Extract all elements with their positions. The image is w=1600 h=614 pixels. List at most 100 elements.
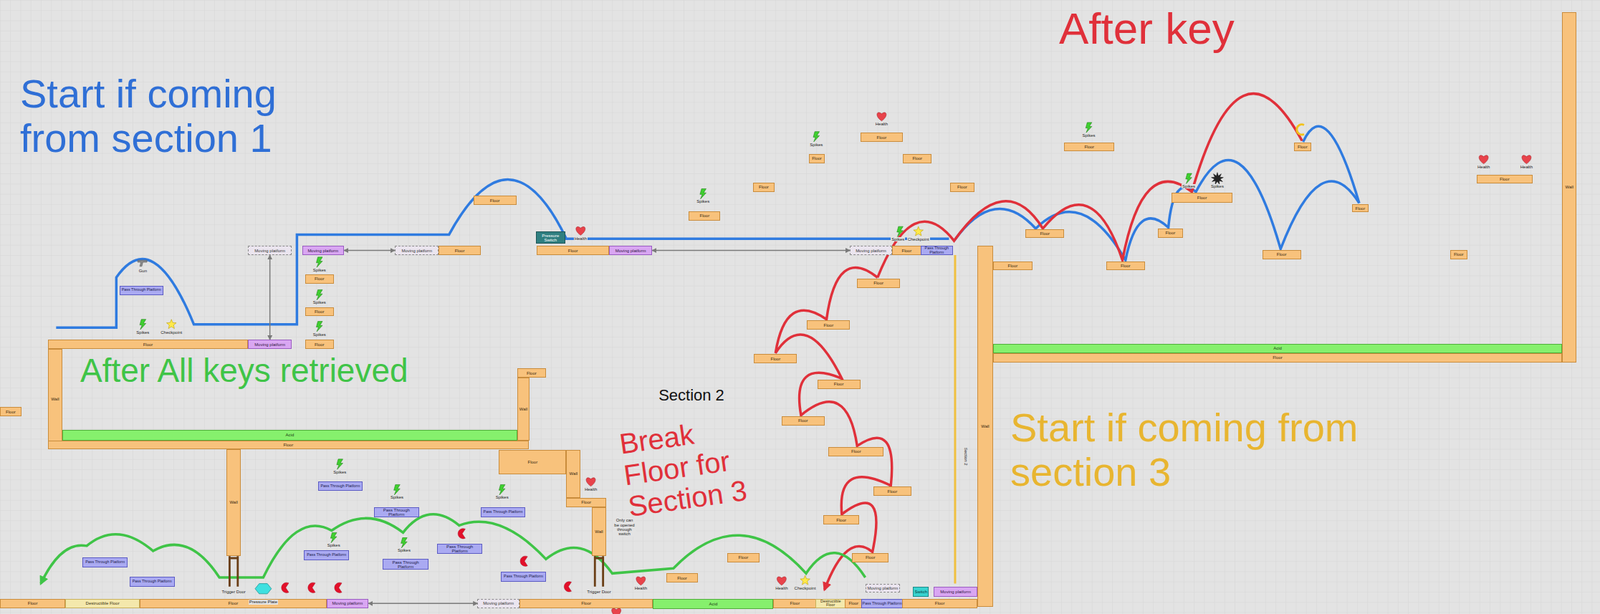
block-label: Acid	[285, 432, 295, 438]
floor-block: Floor	[860, 132, 904, 142]
floor-block: Floor	[305, 307, 334, 317]
pressure-plate	[255, 583, 272, 594]
floor-block: Floor	[1450, 250, 1468, 260]
block-label: Floor	[528, 460, 539, 465]
wall-block: Wall	[566, 449, 581, 498]
spikes-icon	[498, 484, 506, 495]
health-heart	[1521, 155, 1532, 165]
block-label: Floor	[836, 518, 847, 523]
block-label: Floor	[887, 489, 898, 494]
floor-block: Floor	[993, 261, 1034, 271]
block-label: Moving platform	[332, 601, 364, 606]
health-heart	[1478, 155, 1489, 165]
item-label: Checkpoint	[159, 330, 183, 335]
trigger-door	[229, 556, 238, 587]
health-heart	[776, 576, 787, 586]
item-label: Health	[1476, 164, 1491, 170]
item-label: Trigger Door	[586, 589, 612, 594]
item-label: Section 2	[963, 446, 968, 466]
route-path	[775, 267, 892, 590]
item-label: Spikes	[1181, 184, 1196, 189]
floor-block: Floor	[438, 245, 481, 256]
block-label: Floor	[770, 356, 781, 362]
wall-block: Wall	[1562, 12, 1577, 362]
handwritten-note: Section 2	[648, 386, 735, 405]
block-label: Floor	[677, 576, 688, 581]
pass-through-platform: Pass Through Platform	[119, 285, 164, 296]
item-label: Spikes	[312, 332, 327, 337]
block-label: Pass Through Platform	[85, 560, 125, 564]
item-label: Spikes	[326, 543, 342, 548]
spikes-icon	[1185, 173, 1193, 184]
floor-block: Floor	[902, 154, 932, 164]
block-label: Wall	[229, 500, 238, 505]
floor-block: Floor	[993, 353, 1563, 363]
health-heart	[586, 477, 596, 487]
floor-block: Floor	[48, 339, 248, 349]
block-label: Floor	[1354, 206, 1365, 211]
block-label: Floor	[901, 248, 912, 253]
pressure-switch: Pressure Switch	[535, 231, 565, 244]
block-label: Floor	[1165, 230, 1176, 236]
block-label: Wall	[980, 424, 989, 429]
moving-platform: Moving platform	[933, 586, 978, 597]
handwritten-note: After All keys retrieved	[80, 352, 511, 390]
block-label: Floor	[935, 601, 946, 606]
acid-pool: Acid	[62, 429, 518, 442]
block-label: Pass Through Platform	[374, 508, 419, 517]
block-label: Pass Through Platform	[306, 553, 347, 557]
block-label: Floor	[490, 198, 501, 203]
floor-block: Floor	[536, 245, 610, 256]
acid-pool: Acid	[652, 599, 774, 610]
item-label: Pressure Plate	[248, 599, 279, 605]
moving-platform-ghost: Moving platform	[394, 245, 439, 256]
key-icon	[1296, 124, 1305, 135]
item-label: Only can be opened through switch	[612, 518, 637, 536]
block-label: Floor	[27, 601, 38, 606]
block-label: Floor	[228, 601, 239, 606]
block-label: Moving platform	[940, 589, 971, 594]
block-label: Floor	[1039, 231, 1050, 236]
wall-block: Wall	[226, 449, 241, 557]
block-label: Wall	[1565, 184, 1574, 190]
block-label: Pass Through Platform	[921, 246, 953, 255]
spikes-icon	[315, 289, 323, 300]
block-label: Floor	[790, 601, 801, 606]
block-label: Floor	[811, 156, 822, 161]
pass-through-platform: Pass Through Platform	[82, 557, 128, 568]
item-label: Checkpoint	[793, 586, 817, 591]
block-label: Moving platform	[482, 601, 514, 606]
item-label: Spikes	[332, 470, 347, 475]
spikes-icon	[330, 532, 337, 543]
block-label: Pass Through Platform	[320, 484, 360, 488]
acid-pool: Acid	[993, 343, 1563, 354]
block-label: Floor	[1008, 263, 1019, 268]
floor-block: Floor	[519, 599, 654, 609]
floor-block: Floor	[473, 195, 517, 205]
item-label: Spikes	[312, 267, 327, 273]
movement-arrow	[652, 250, 850, 252]
pass-through-platform: Pass Through Platform	[500, 571, 546, 582]
spikes-icon	[315, 257, 323, 268]
block-label: Floor	[1276, 252, 1287, 257]
floor-block: Floor	[753, 182, 775, 193]
spikes-icon	[139, 319, 147, 330]
block-label: Floor	[314, 309, 325, 314]
block-label: Pass Through Platform	[132, 579, 172, 584]
checkpoint-star	[800, 575, 811, 585]
health-heart	[636, 576, 646, 586]
item-label: Health	[874, 121, 889, 127]
block-label: Pass Through Platform	[437, 544, 482, 554]
block-label: Floor	[314, 342, 325, 347]
handwritten-note: Start if coming from section 3	[1010, 405, 1369, 494]
item-label: Spikes	[396, 548, 412, 553]
destructible-floor: Destructible Floor	[815, 599, 846, 609]
movement-arrow	[343, 250, 395, 252]
checkpoint-star	[913, 226, 924, 236]
pass-through-platform: Pass Through Platform	[318, 481, 362, 491]
item-label: Spikes	[1210, 184, 1225, 189]
route-path	[1303, 126, 1360, 203]
floor-block: Floor	[1025, 229, 1065, 238]
